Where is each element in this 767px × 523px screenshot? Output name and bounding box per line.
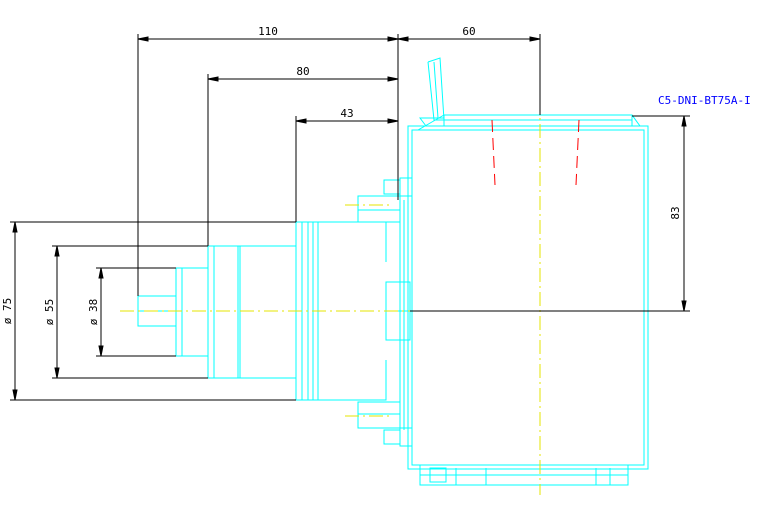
dim-43-label: 43 [340, 107, 353, 120]
shaft-collar [175, 267, 209, 357]
dim-dia55-label: ø 55 [43, 299, 56, 326]
top-cover [417, 114, 641, 131]
part-number-label: C5-DNI-BT75A-I [658, 94, 751, 107]
hidden-lines [491, 119, 580, 186]
dim-60-label: 60 [462, 25, 475, 38]
dim-dia38-label: ø 38 [87, 299, 100, 326]
center-lines [120, 100, 660, 495]
part-outline [137, 57, 649, 486]
dimension-texts: 110 80 43 60 83 ø 75 ø 55 ø 38 [1, 25, 682, 325]
dim-80-label: 80 [296, 65, 309, 78]
dim-dia75-label: ø 75 [1, 298, 14, 325]
middle-hub [207, 245, 296, 379]
housing-body [399, 125, 649, 470]
dim-83-label: 83 [669, 206, 682, 219]
dim-110-label: 110 [258, 25, 278, 38]
lower-mounting-lug [357, 401, 413, 447]
cable-gland [419, 57, 445, 127]
bottom-base [419, 464, 629, 486]
dimension-lines [10, 34, 690, 401]
